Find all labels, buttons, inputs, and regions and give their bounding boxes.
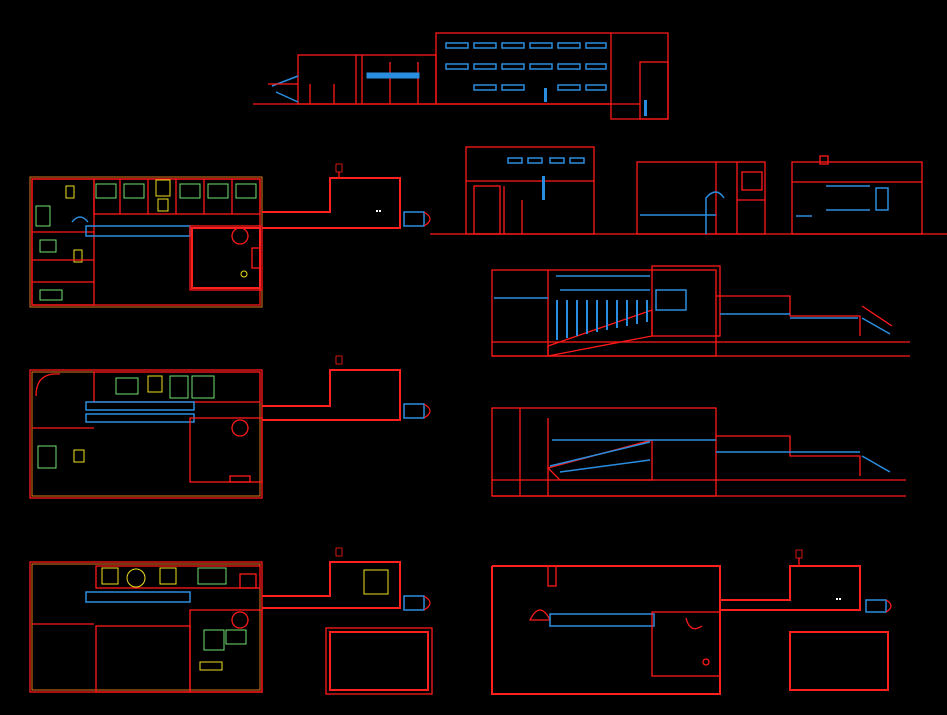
north-elevation — [253, 32, 669, 120]
first-floor-plan — [29, 355, 431, 499]
basement-floor-plan — [29, 547, 433, 695]
roof-plan — [491, 549, 892, 695]
side-elevations — [430, 146, 947, 235]
longitudinal-section — [491, 407, 906, 497]
south-elevation — [491, 265, 910, 357]
ground-floor-plan — [29, 163, 431, 308]
